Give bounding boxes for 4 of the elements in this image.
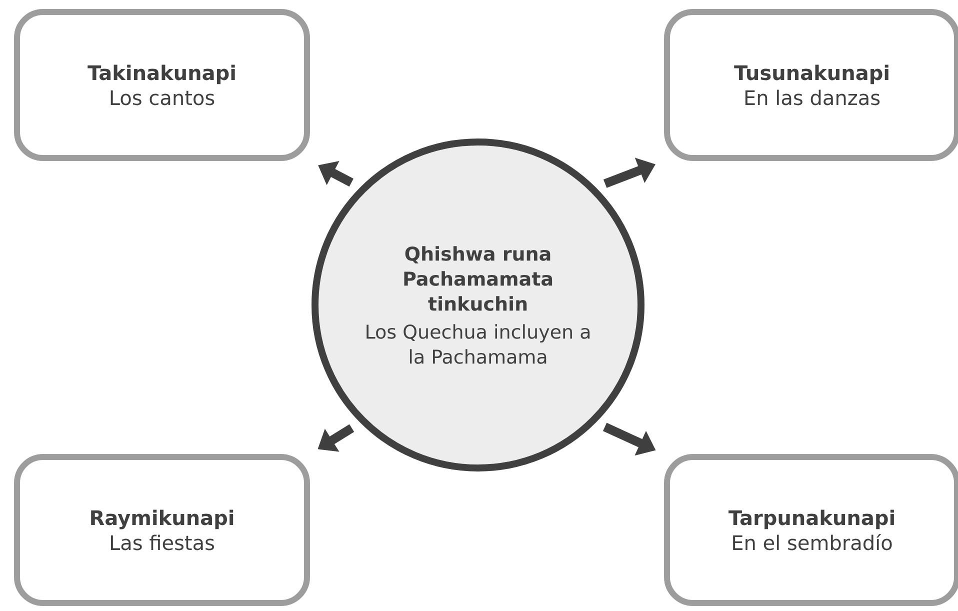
rounded-box: Tusunakunapi En las danzas (664, 9, 958, 161)
rounded-box: Raymikunapi Las fiestas (14, 454, 310, 606)
rounded-box: Tarpunakunapi En el sembradío (664, 454, 958, 606)
rounded-box: Takinakunapi Los cantos (14, 9, 310, 161)
